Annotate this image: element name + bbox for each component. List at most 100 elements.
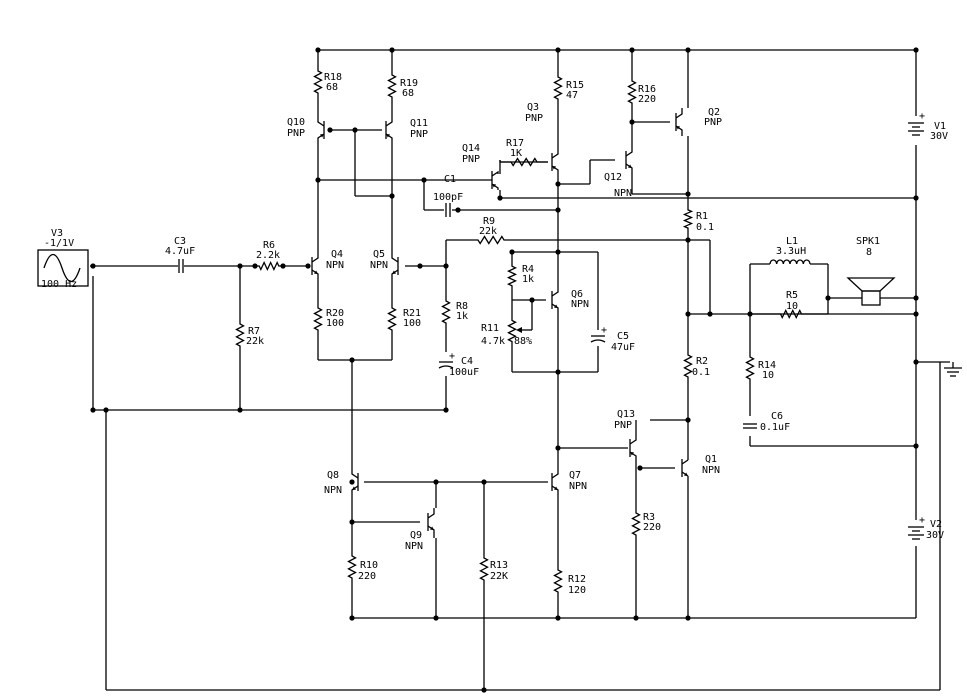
spk1-name: SPK1 bbox=[856, 236, 880, 247]
q4-type: NPN bbox=[326, 260, 344, 271]
q7-transistor bbox=[551, 472, 559, 494]
r19-resistor-body bbox=[387, 70, 397, 102]
q9-transistor-collector bbox=[427, 508, 435, 519]
junction-dot bbox=[633, 615, 639, 621]
junction-dot bbox=[349, 519, 355, 525]
q14-transistor-collector bbox=[491, 170, 499, 177]
c1-capacitor bbox=[445, 203, 451, 217]
q13-transistor bbox=[629, 420, 637, 458]
q1-transistor-collector bbox=[681, 459, 689, 465]
q12-transistor-emitter bbox=[625, 163, 633, 172]
r14-name: R14 bbox=[758, 360, 776, 371]
r20-resistor bbox=[313, 302, 323, 336]
junction-dot bbox=[433, 615, 439, 621]
q3-transistor-arrow bbox=[552, 166, 556, 170]
r3-name: R3 bbox=[643, 512, 655, 523]
q14-transistor bbox=[491, 170, 499, 190]
r19-value: 68 bbox=[402, 88, 414, 99]
v2-value: 30V bbox=[926, 530, 944, 541]
junction-dot bbox=[455, 207, 461, 213]
junction-dot bbox=[349, 357, 355, 363]
r21-value: 100 bbox=[403, 318, 421, 329]
q13-transistor-collector bbox=[629, 420, 637, 445]
r1-value: 0.1 bbox=[696, 222, 714, 233]
q11-transistor-arrow bbox=[386, 134, 390, 138]
q8-transistor-emitter bbox=[351, 485, 359, 494]
r2-resistor-body bbox=[683, 350, 693, 382]
q6-type: NPN bbox=[571, 299, 589, 310]
r1-name: R1 bbox=[696, 211, 708, 222]
q3-type: PNP bbox=[525, 113, 543, 124]
junction-dot bbox=[913, 443, 919, 449]
q7-transistor-emitter bbox=[551, 485, 559, 494]
junction-dot bbox=[685, 615, 691, 621]
ground-icon bbox=[944, 367, 962, 377]
r20-value: 100 bbox=[326, 318, 344, 329]
r6-resistor-body bbox=[255, 260, 283, 272]
q9-transistor bbox=[427, 508, 435, 538]
q10-transistor-collector bbox=[317, 120, 325, 127]
r3-resistor-body bbox=[631, 502, 641, 546]
r5-resistor bbox=[776, 309, 806, 319]
q7-name: Q7 bbox=[569, 470, 581, 481]
r8-name: R8 bbox=[456, 301, 468, 312]
r13-value: 22K bbox=[490, 571, 508, 582]
v3-value: -1/1V bbox=[44, 238, 74, 249]
r16-resistor-body bbox=[627, 76, 637, 108]
junction-dot bbox=[237, 407, 243, 413]
q5-name: Q5 bbox=[373, 249, 385, 260]
junction-dot bbox=[555, 615, 561, 621]
r12-resistor-body bbox=[553, 564, 563, 598]
junction-dot bbox=[509, 249, 515, 255]
r16-value: 220 bbox=[638, 94, 656, 105]
v2-name: V2 bbox=[930, 519, 942, 530]
r16-resistor bbox=[627, 76, 637, 108]
q8-transistor-collector bbox=[351, 470, 359, 479]
sine-wave-icon bbox=[43, 253, 81, 283]
r10-resistor-body bbox=[347, 550, 357, 584]
r9-name: R9 bbox=[483, 216, 495, 227]
r13-name: R13 bbox=[490, 560, 508, 571]
r10-value: 220 bbox=[358, 571, 376, 582]
q9-type: NPN bbox=[405, 541, 423, 552]
junction-dot bbox=[913, 295, 919, 301]
r18-name: R18 bbox=[324, 72, 342, 83]
speaker-magnet bbox=[861, 290, 881, 306]
c1-name: C1 bbox=[444, 174, 456, 185]
r15-value: 47 bbox=[566, 90, 578, 101]
q1-transistor-arrow bbox=[684, 472, 688, 476]
r11-name: R11 bbox=[481, 323, 499, 334]
junction-dot bbox=[913, 311, 919, 317]
r2-resistor bbox=[683, 350, 693, 382]
junction-dot bbox=[280, 263, 286, 269]
junction-dot bbox=[913, 359, 919, 365]
junction-dot bbox=[685, 311, 691, 317]
junction-dot bbox=[913, 47, 919, 53]
junction-dot bbox=[629, 47, 635, 53]
q2-transistor-arrow bbox=[676, 126, 680, 130]
l1-value: 3.3uH bbox=[776, 246, 806, 257]
r19-name: R19 bbox=[400, 78, 418, 89]
junction-dot bbox=[315, 177, 321, 183]
q5-transistor-arrow bbox=[392, 270, 396, 274]
q1-type: NPN bbox=[702, 465, 720, 476]
r15-resistor-body bbox=[553, 72, 563, 104]
q3-transistor-collector bbox=[551, 150, 559, 159]
junction-dot bbox=[443, 263, 449, 269]
r3-value: 220 bbox=[643, 522, 661, 533]
junction-dot bbox=[327, 127, 333, 133]
junction-dot bbox=[315, 47, 321, 53]
r17-resistor bbox=[500, 157, 548, 167]
junction-dot bbox=[252, 263, 258, 269]
q8-transistor-arrow bbox=[352, 486, 356, 490]
v1-name: V1 bbox=[934, 121, 946, 132]
junction-dot bbox=[685, 47, 691, 53]
r20-resistor-body bbox=[313, 302, 323, 336]
junction-dot bbox=[103, 407, 109, 413]
junction-dot bbox=[497, 195, 503, 201]
r5-value: 10 bbox=[786, 301, 798, 312]
labels: V1 30V V2 30V V3 -1/1V 100 Hz C3 4.7uF R… bbox=[41, 72, 948, 596]
c4-capacitor-plus: + bbox=[449, 351, 455, 362]
c3-value: 4.7uF bbox=[165, 246, 195, 257]
